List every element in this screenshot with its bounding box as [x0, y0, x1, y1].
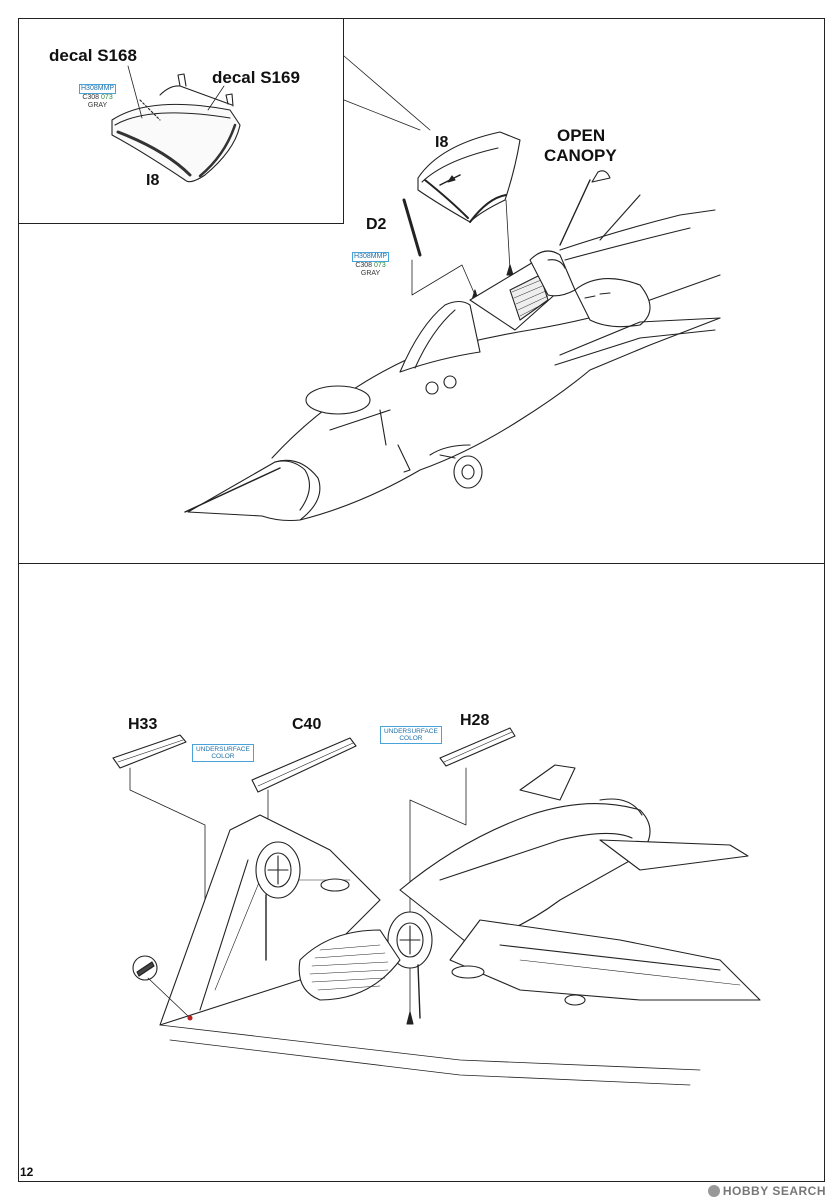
- h33-color-line2: COLOR: [211, 753, 235, 760]
- part-c40-label: C40: [292, 716, 322, 733]
- open-canopy-line1: OPEN: [557, 126, 606, 145]
- detail-inset: [18, 18, 344, 224]
- page-number: 12: [20, 1165, 34, 1179]
- decal-s169-label: decal S169: [212, 68, 300, 87]
- step-panel-bottom: [18, 564, 825, 1182]
- d2-paint-callout: H308MMP C308 073 GRAY: [352, 252, 390, 278]
- step-panel-top: [18, 18, 825, 564]
- watermark-logo-icon: [707, 1185, 720, 1197]
- h28-color-line2: COLOR: [399, 735, 423, 742]
- paint-code-primary: H308: [81, 85, 98, 92]
- leader-decal-s168: [127, 65, 143, 119]
- h28-color-line1: UNDERSURFACE: [384, 728, 438, 735]
- part-h33-label: H33: [128, 716, 158, 733]
- open-canopy-line2: CANOPY: [544, 146, 617, 165]
- open-canopy-note: OPEN: [557, 126, 605, 146]
- paint-code-number: 073: [101, 94, 113, 101]
- inset-canopy-frame-drawing: [111, 73, 241, 183]
- d2-paint-code-suffix: MMP: [370, 253, 388, 260]
- d2-paint-code-secondary: C308: [355, 262, 373, 269]
- h33-color-line1: UNDERSURFACE: [196, 746, 250, 753]
- d2-paint-code-primary: H308: [354, 253, 371, 260]
- d2-paint-color-name: GRAY: [360, 270, 381, 277]
- d2-paint-code-number: 073: [374, 262, 386, 269]
- part-d2-rod: [402, 198, 422, 257]
- part-h28-label: H28: [460, 712, 490, 729]
- paint-code-secondary: C308: [82, 94, 100, 101]
- h28-color-callout: UNDERSURFACE COLOR: [380, 726, 442, 744]
- paint-color-name: GRAY: [87, 102, 108, 109]
- watermark: HOBBY SEARCH: [707, 1184, 826, 1198]
- h33-color-callout: UNDERSURFACE COLOR: [192, 744, 254, 762]
- part-i8-label: I8: [435, 134, 449, 151]
- watermark-text: HOBBY SEARCH: [722, 1184, 826, 1198]
- canopy-part-i8-drawing: [417, 131, 521, 223]
- fuselage-nose-drawing: [184, 170, 721, 522]
- inset-part-i8-label: I8: [146, 172, 160, 189]
- part-d2-label: D2: [366, 216, 387, 233]
- airframe-underside-drawing: [159, 764, 761, 1086]
- decal-s168-label: decal S168: [49, 46, 137, 65]
- paint-code-suffix: MMP: [97, 85, 115, 92]
- leader-decal-s169: [207, 85, 225, 111]
- inset-paint-callout: H308MMP C308 073 GRAY: [79, 84, 117, 110]
